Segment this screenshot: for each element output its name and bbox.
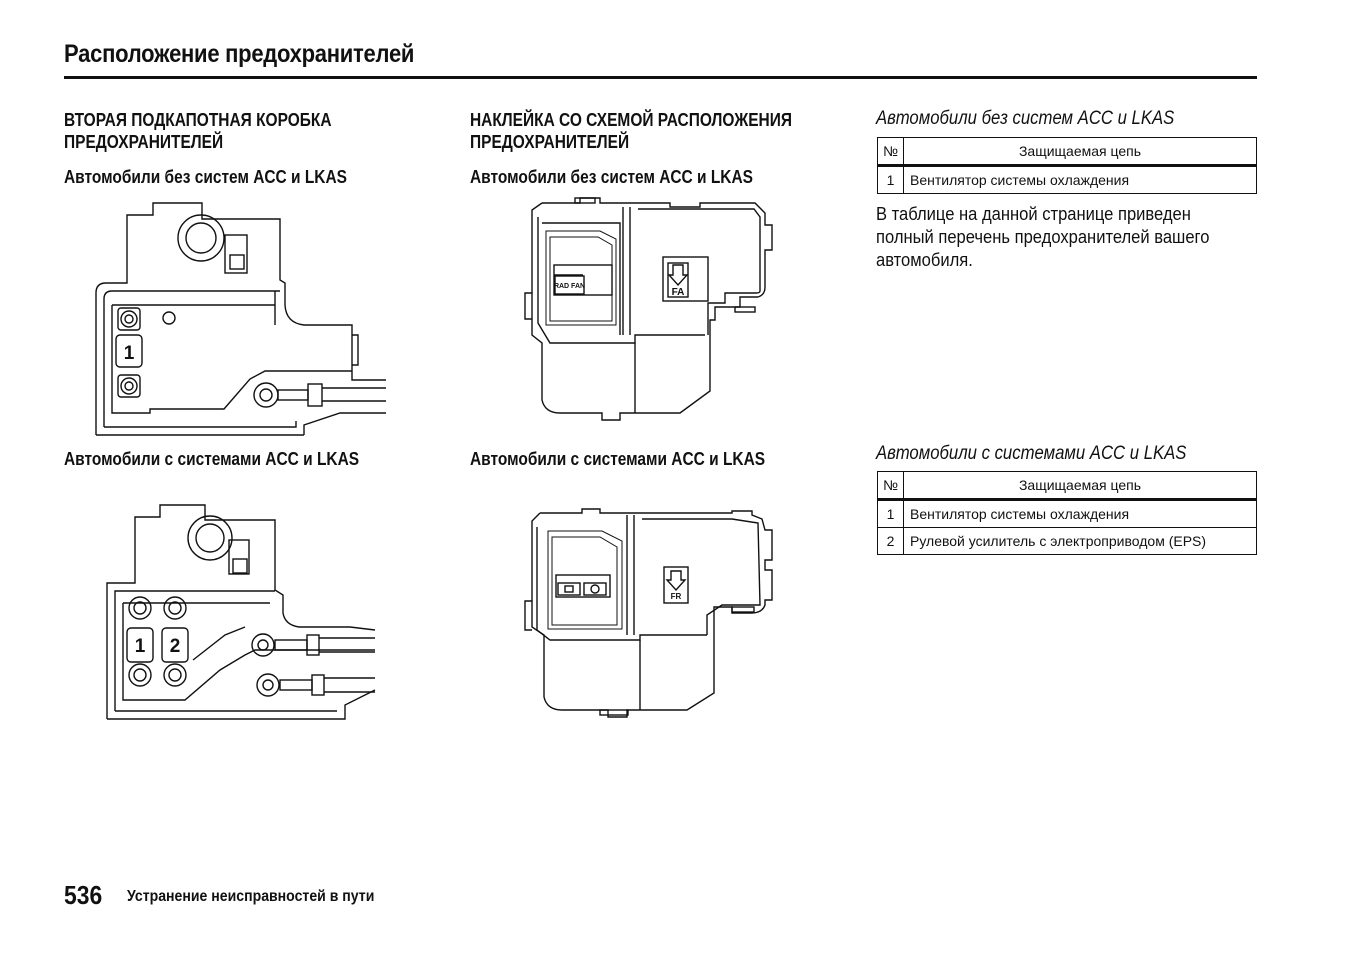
header-num: № (877, 471, 904, 501)
header-num: № (877, 137, 904, 167)
left-sub-no-acc: Автомобили без систем ACC и LKAS (64, 167, 347, 187)
fuse-label-1: 1 (124, 343, 135, 364)
left-heading: ВТОРАЯ ПОДКАПОТНАЯ КОРОБКА ПРЕДОХРАНИТЕЛ… (64, 109, 332, 153)
header-circuit: Защищаемая цепь (903, 137, 1257, 167)
row-circuit: Вентилятор системы охлаждения (903, 499, 1257, 528)
left-heading-line2: ПРЕДОХРАНИТЕЛЕЙ (64, 132, 224, 152)
fuse-table-no-acc: № Защищаемая цепь 1 Вентилятор системы о… (877, 137, 1257, 194)
title-rule (64, 76, 1257, 79)
middle-heading-line2: ПРЕДОХРАНИТЕЛЕЙ (470, 132, 630, 152)
fuse-sticker-diagram-with-acc: FR (524, 508, 773, 718)
middle-heading-line1: НАКЛЕЙКА СО СХЕМОЙ РАСПОЛОЖЕНИЯ (470, 110, 792, 130)
table1-caption: Автомобили без систем ACC и LKAS (876, 108, 1175, 129)
fuse-box-diagram-no-acc: 1 (95, 202, 386, 436)
table-header-row: № Защищаемая цепь (877, 137, 1257, 167)
fuse-box-diagram-with-acc: 1 2 (106, 504, 376, 720)
row-num: 1 (877, 165, 904, 194)
fuse-label-1: 1 (135, 636, 146, 657)
table-row: 2 Рулевой усилитель с электроприводом (E… (877, 527, 1257, 555)
note-paragraph: В таблице на данной странице приведен по… (876, 204, 1210, 270)
fuse-table-with-acc: № Защищаемая цепь 1 Вентилятор системы о… (877, 471, 1257, 555)
sticker-label-rad-fan: RAD FAN (554, 283, 585, 290)
left-sub-with-acc: Автомобили с системами ACC и LKAS (64, 449, 360, 469)
row-num: 2 (877, 527, 904, 555)
fuse-sticker-diagram-no-acc: RAD FAN FA (524, 197, 773, 421)
page-number: 536 (64, 880, 103, 910)
fuse-label-2: 2 (170, 636, 181, 657)
middle-heading: НАКЛЕЙКА СО СХЕМОЙ РАСПОЛОЖЕНИЯ ПРЕДОХРА… (470, 109, 792, 153)
table2-caption: Автомобили с системами ACC и LKAS (876, 443, 1187, 464)
sticker-label-fa: FA (672, 287, 685, 298)
row-circuit: Вентилятор системы охлаждения (903, 165, 1257, 194)
table-row: 1 Вентилятор системы охлаждения (877, 165, 1257, 194)
footer-section-title: Устранение неисправностей в пути (127, 888, 375, 905)
row-num: 1 (877, 499, 904, 528)
row-circuit: Рулевой усилитель с электроприводом (EPS… (903, 527, 1257, 555)
header-circuit: Защищаемая цепь (903, 471, 1257, 501)
middle-sub-no-acc: Автомобили без систем ACC и LKAS (470, 167, 753, 187)
sticker-label-fr: FR (671, 592, 682, 601)
table-row: 1 Вентилятор системы охлаждения (877, 499, 1257, 528)
middle-sub-with-acc: Автомобили с системами ACC и LKAS (470, 449, 766, 469)
table-header-row: № Защищаемая цепь (877, 471, 1257, 501)
left-heading-line1: ВТОРАЯ ПОДКАПОТНАЯ КОРОБКА (64, 110, 332, 130)
page-title: Расположение предохранителей (64, 40, 415, 68)
